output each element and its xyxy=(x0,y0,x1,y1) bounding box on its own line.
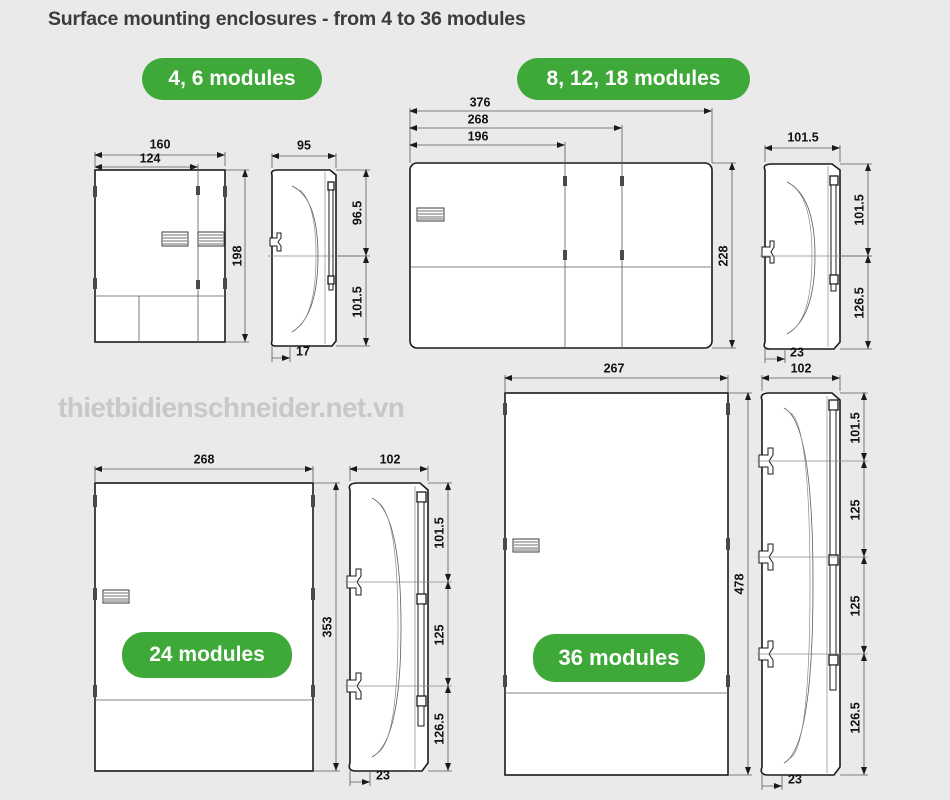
dim-267: 267 xyxy=(604,361,625,375)
dim-268-front: 268 xyxy=(194,452,215,466)
group-4-6-modules: 160 124 198 xyxy=(93,137,370,362)
g2-dimensions: 376 268 196 228 xyxy=(409,95,736,349)
g4-front-view xyxy=(503,392,730,776)
dim-126-5: 126.5 xyxy=(852,287,866,318)
g1-dimensions: 160 124 198 xyxy=(94,137,249,343)
dim-353: 353 xyxy=(320,617,334,638)
watermark: thietbidienschneider.net.vn xyxy=(58,392,405,423)
group-36-modules: 267 478 xyxy=(503,361,868,790)
dim-228: 228 xyxy=(716,246,730,267)
badge-36-modules: 36 modules xyxy=(533,634,705,682)
group-8-12-18-modules: 376 268 196 228 xyxy=(409,95,872,363)
g2-side-dimensions: 101.5 101.5 126.5 23 xyxy=(764,130,872,363)
dim-23: 23 xyxy=(376,768,390,782)
g2-front-view xyxy=(409,162,713,349)
dim-376: 376 xyxy=(470,95,491,109)
dim-196: 196 xyxy=(468,129,489,143)
g3-dimensions: 268 353 xyxy=(94,452,340,772)
vent-grille-icon xyxy=(102,589,130,604)
dim-101-5: 101.5 xyxy=(350,286,364,317)
group-24-modules: 268 353 xyxy=(93,452,452,786)
dim-23: 23 xyxy=(788,772,802,786)
g4-dimensions: 267 478 xyxy=(504,361,752,776)
badge-8-12-18-modules: 8, 12, 18 modules xyxy=(517,58,750,100)
g1-side-view xyxy=(268,169,360,347)
g1-front-view xyxy=(93,169,227,343)
dim-268: 268 xyxy=(468,112,489,126)
dim-124: 124 xyxy=(140,151,161,165)
dim-102: 102 xyxy=(380,452,401,466)
dim-101-5: 101.5 xyxy=(848,412,862,443)
g3-side-dimensions: 102 101.5 125 126.5 23 xyxy=(349,452,452,786)
vent-grille-icon xyxy=(512,538,540,553)
badge-24-modules: 24 modules xyxy=(122,632,292,678)
dim-17: 17 xyxy=(296,344,310,358)
vent-grille-icon xyxy=(161,231,225,247)
g1-side-dimensions: 95 96.5 101.5 17 xyxy=(271,138,370,362)
dim-126-5: 126.5 xyxy=(432,713,446,744)
dim-101-5-depth: 101.5 xyxy=(787,130,818,144)
dim-126-5: 126.5 xyxy=(848,702,862,733)
g3-side-view xyxy=(345,482,452,772)
dim-125: 125 xyxy=(432,625,446,646)
dim-125-a: 125 xyxy=(848,500,862,521)
dim-96-5: 96.5 xyxy=(350,201,364,225)
dim-478: 478 xyxy=(732,574,746,595)
dim-95: 95 xyxy=(297,138,311,152)
g3-front-view xyxy=(93,482,315,772)
dim-125-b: 125 xyxy=(848,596,862,617)
dim-160: 160 xyxy=(150,137,171,151)
badge-4-6-modules: 4, 6 modules xyxy=(142,58,322,100)
dim-23: 23 xyxy=(790,345,804,359)
g2-side-view xyxy=(760,163,870,350)
dim-198: 198 xyxy=(230,246,244,267)
dim-101-5-upper: 101.5 xyxy=(852,194,866,225)
g4-side-dimensions: 102 101.5 125 125 126.5 23 xyxy=(761,361,868,790)
dim-102: 102 xyxy=(791,361,812,375)
vent-grille-icon xyxy=(416,207,445,222)
page-title: Surface mounting enclosures - from 4 to … xyxy=(48,8,526,30)
g4-side-view xyxy=(757,392,868,776)
dim-101-5: 101.5 xyxy=(432,517,446,548)
